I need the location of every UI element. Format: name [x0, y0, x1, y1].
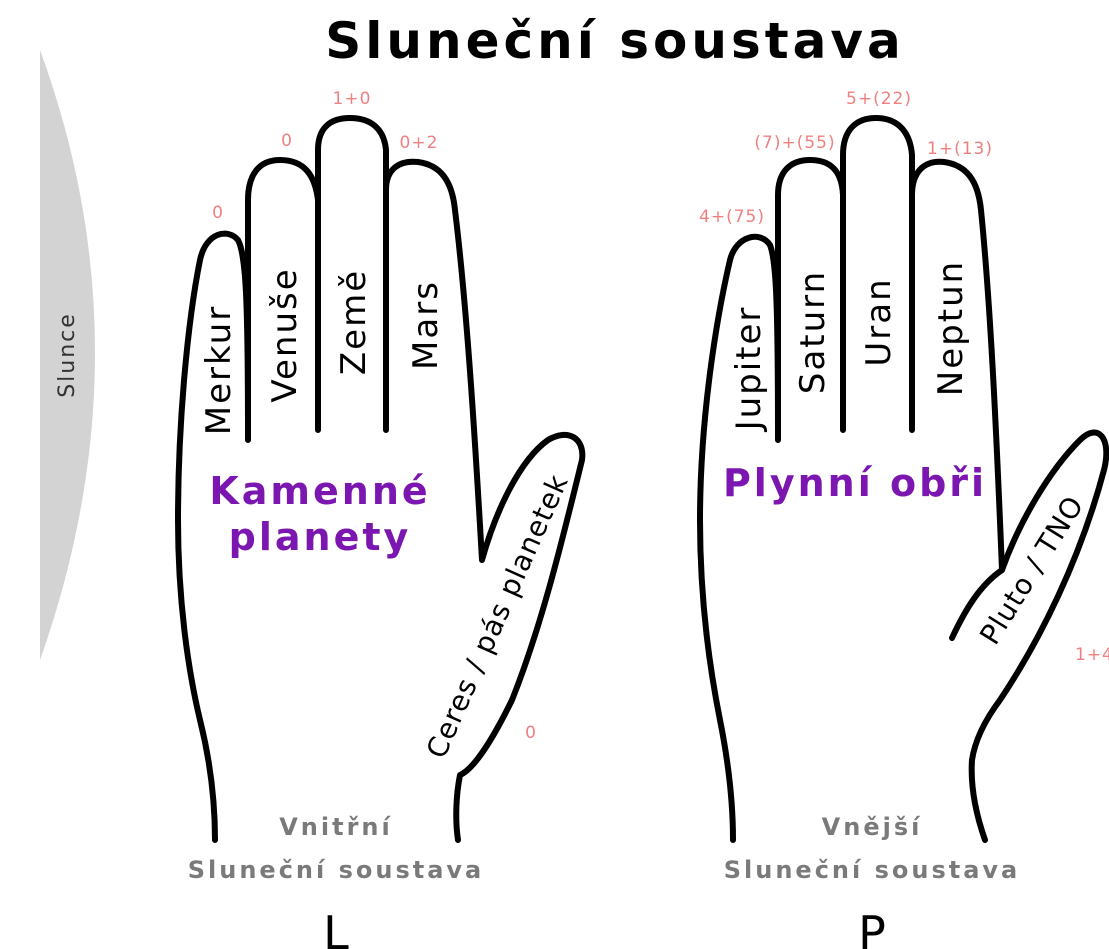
- region-label-inner-line1: Vnitřní: [279, 813, 393, 841]
- page-title: Sluneční soustava: [325, 12, 904, 70]
- group-label-rocky-line2: planety: [229, 515, 412, 559]
- thumb-label-pluto: Pluto / TNO: [973, 490, 1090, 651]
- region-label-outer-line2: Sluneční soustava: [724, 856, 1021, 884]
- moon-count-venuse: 0: [281, 131, 293, 151]
- right-hand: Jupiter Saturn Uran Neptun 4+(75) (7)+(5…: [699, 89, 1109, 949]
- finger-label-uran: Uran: [859, 277, 899, 366]
- finger-label-mars: Mars: [406, 280, 446, 370]
- moon-count-saturn: (7)+(55): [754, 133, 835, 153]
- hand-letter-right: P: [858, 906, 886, 949]
- finger-label-merkur: Merkur: [199, 305, 239, 435]
- finger-label-venuse: Venuše: [265, 267, 305, 402]
- hand-letter-left: L: [323, 906, 349, 949]
- moon-count-neptun: 1+(13): [927, 139, 993, 159]
- group-label-giants: Plynní obři: [723, 461, 987, 505]
- region-label-inner-line2: Sluneční soustava: [188, 856, 485, 884]
- moon-count-mars: 0+2: [400, 133, 439, 153]
- region-label-outer-line1: Vnější: [822, 813, 923, 841]
- sun-label: Slunce: [55, 312, 80, 398]
- finger-label-jupiter: Jupiter: [729, 306, 769, 433]
- finger-label-saturn: Saturn: [793, 270, 833, 394]
- moon-count-uran: 5+(22): [846, 89, 912, 109]
- left-hand: Merkur Venuše Země Mars 0 0 1+0 0+2 0 Ce…: [178, 89, 582, 949]
- moon-count-merkur: 0: [212, 203, 224, 223]
- moon-count-zeme: 1+0: [333, 89, 372, 109]
- moon-count-ceres: 0: [525, 723, 537, 743]
- finger-label-neptun: Neptun: [931, 260, 971, 396]
- moon-count-pluto: 1+4: [1075, 645, 1109, 665]
- moon-count-jupiter: 4+(75): [699, 207, 765, 227]
- group-label-rocky-line1: Kamenné: [209, 469, 430, 513]
- finger-label-zeme: Země: [334, 269, 374, 375]
